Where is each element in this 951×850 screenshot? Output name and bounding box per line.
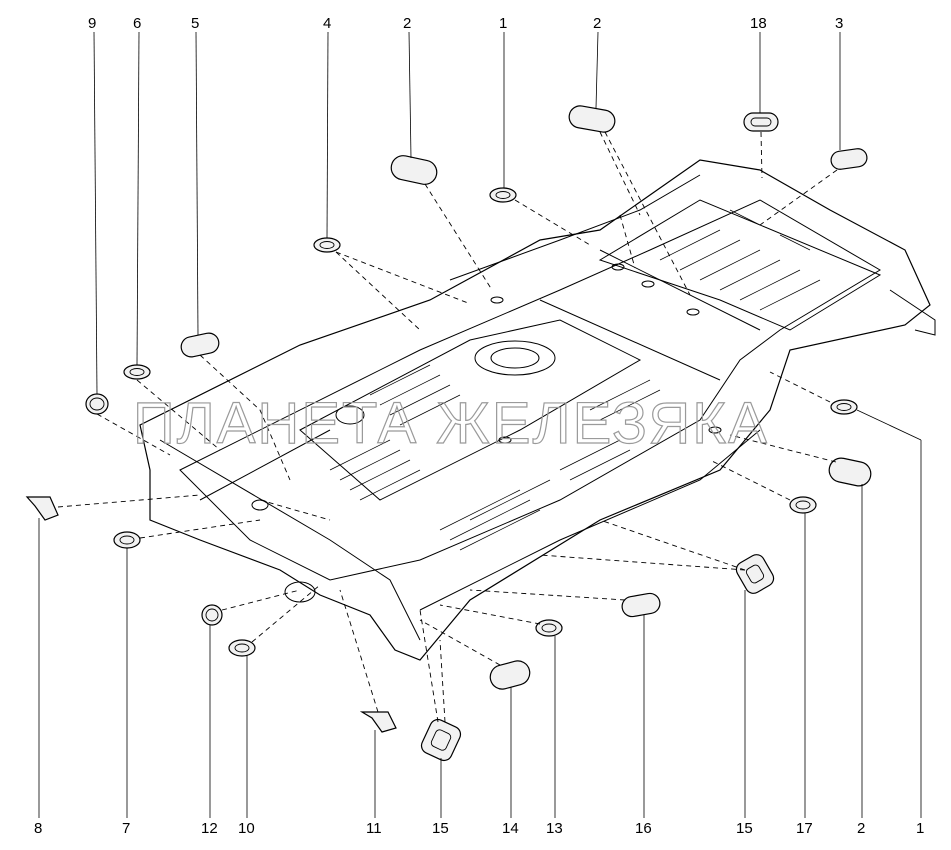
grommet-1-icon — [489, 187, 517, 203]
grommet-17-icon — [789, 496, 817, 514]
oval-plug-14-icon — [489, 660, 531, 690]
callouts-top: 9 6 5 4 2 1 2 18 3 — [88, 15, 843, 32]
plug-12-icon — [201, 604, 223, 626]
oval-plug-16-icon — [621, 592, 661, 618]
slotted-plug-15-icon — [735, 554, 775, 594]
grommet-7-icon — [113, 531, 141, 549]
callout-3: 3 — [835, 15, 843, 32]
callout-7: 7 — [122, 820, 130, 837]
callout-15: 15 — [432, 820, 449, 837]
clip-8-icon — [25, 496, 59, 521]
slotted-plug-15b-icon — [420, 718, 462, 762]
callout-5: 5 — [191, 15, 199, 32]
callout-2: 2 — [403, 15, 411, 32]
oval-plug-5-icon — [180, 332, 220, 358]
callout-17: 17 — [796, 820, 813, 837]
callout-9: 9 — [88, 15, 96, 32]
floor-pan-body — [139, 159, 936, 661]
callout-8: 8 — [34, 820, 42, 837]
callout-1: 1 — [499, 15, 507, 32]
callout-16: 16 — [635, 820, 652, 837]
plug-9-icon — [85, 393, 109, 415]
callout-2c: 2 — [857, 820, 865, 837]
grommet-10-icon — [228, 639, 256, 657]
callout-2b: 2 — [593, 15, 601, 32]
oval-plug-3-icon — [830, 148, 868, 170]
grommet-13-icon — [535, 619, 563, 637]
grommet-1b-icon — [830, 399, 858, 415]
grommet-6-icon — [123, 364, 151, 380]
callout-10: 10 — [238, 820, 255, 837]
grommet-4-icon — [313, 237, 341, 253]
clip-11-icon — [359, 711, 397, 733]
oval-plug-2-icon — [390, 155, 438, 185]
callout-12: 12 — [201, 820, 218, 837]
oval-plug-2c-icon — [828, 457, 872, 487]
callout-13: 13 — [546, 820, 563, 837]
grommet-18-icon — [743, 112, 779, 132]
callout-4: 4 — [323, 15, 331, 32]
callouts-bottom: 8 7 12 10 11 15 14 13 16 15 17 2 1 — [34, 820, 924, 837]
loose-parts — [25, 105, 872, 762]
leader-lines — [38, 31, 922, 818]
callout-15b: 15 — [736, 820, 753, 837]
watermark: ПЛАНЕТА ЖЕЛЕЗЯКА — [133, 391, 769, 456]
callout-1b: 1 — [916, 820, 924, 837]
callout-14: 14 — [502, 820, 519, 837]
callout-6: 6 — [133, 15, 141, 32]
callout-18: 18 — [750, 15, 767, 32]
callout-11: 11 — [366, 820, 382, 837]
assembly-lines — [57, 131, 838, 723]
oval-plug-2b-icon — [568, 105, 616, 133]
